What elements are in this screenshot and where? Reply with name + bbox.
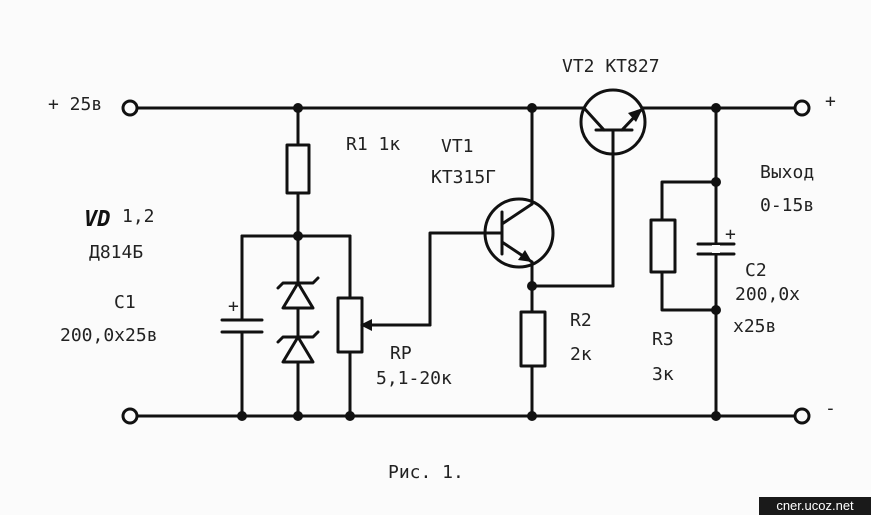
label-output-range: 0-15в	[760, 195, 814, 216]
potentiometer-rp	[336, 296, 364, 354]
output-minus-terminal	[793, 407, 811, 425]
watermark: cner.ucoz.net	[759, 497, 871, 515]
label-r1: R1 1к	[346, 134, 400, 155]
label-rp-value: 5,1-20к	[376, 368, 452, 389]
label-vt1-type: КТ315Г	[431, 167, 496, 188]
figure-caption: Рис. 1.	[388, 462, 464, 483]
label-vt1-name: VT1	[441, 136, 474, 157]
zener-diode-vd1	[276, 276, 320, 310]
label-vt2: VT2 КТ827	[562, 56, 660, 77]
potentiometer-wiper	[360, 319, 432, 331]
label-vd-name: VD	[84, 207, 111, 232]
input-plus-terminal	[121, 99, 139, 117]
label-output-plus: +	[825, 91, 836, 112]
label-r2-value: 2к	[570, 344, 592, 365]
label-c2-value-2: х25в	[733, 316, 776, 337]
label-c1-value: 200,0х25в	[60, 325, 158, 346]
resistor-r3	[649, 218, 677, 274]
zener-diode-vd2	[276, 330, 320, 364]
label-vd-type: Д814Б	[89, 242, 143, 263]
resistor-r1	[285, 143, 311, 195]
transistor-vt2	[579, 88, 647, 156]
label-c1-polarity: +	[228, 296, 239, 317]
label-c1-name: C1	[114, 292, 136, 313]
label-c2-polarity: +	[725, 224, 736, 245]
resistor-r2	[519, 310, 547, 368]
label-output: Выход	[760, 162, 814, 183]
label-r2-name: R2	[570, 310, 592, 331]
label-r3-value: 3к	[652, 364, 674, 385]
label-c2-name: C2	[745, 260, 767, 281]
transistor-vt1	[483, 197, 555, 269]
label-c2-value-1: 200,0х	[735, 284, 800, 305]
label-r3-name: R3	[652, 329, 674, 350]
output-plus-terminal	[793, 99, 811, 117]
input-minus-terminal	[121, 407, 139, 425]
label-input-plus: + 25в	[48, 94, 102, 115]
label-vd-index: 1,2	[122, 206, 155, 227]
label-output-minus: -	[825, 398, 836, 419]
label-rp-name: RP	[390, 343, 412, 364]
